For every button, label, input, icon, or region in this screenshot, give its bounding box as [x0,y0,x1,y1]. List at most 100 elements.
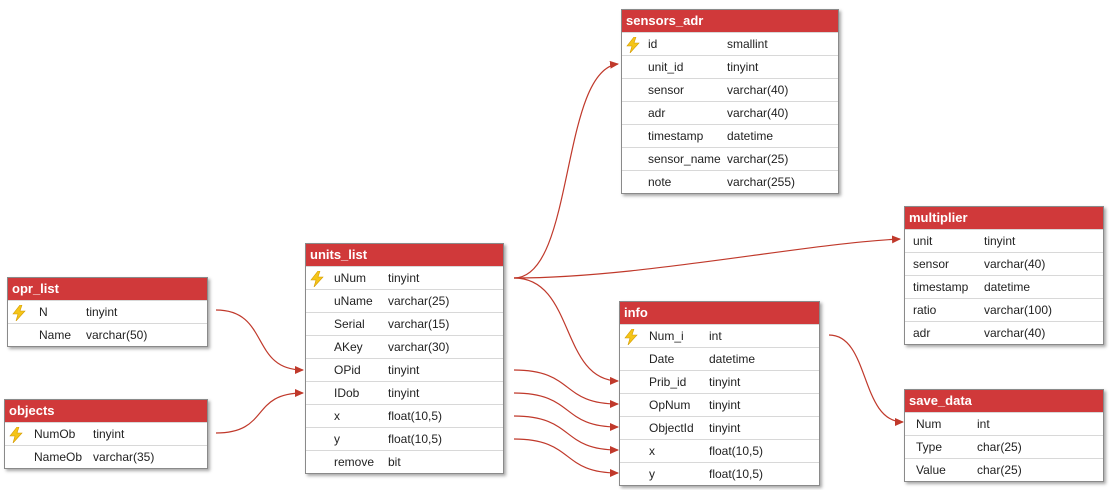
field-name: Num_i [649,329,684,343]
table-row[interactable]: ObjectId tinyint [620,416,819,439]
field-name: timestamp [913,280,969,294]
table-title[interactable]: info [620,302,819,324]
table-row[interactable]: y float(10,5) [620,462,819,485]
table-row[interactable]: adr varchar(40) [622,101,838,124]
table-info[interactable]: info Num_i int Date datetime Prib_id tin… [619,301,820,486]
field-name: NameOb [34,450,83,464]
field-name: sensor [913,257,950,271]
link-units_list-IDob-to-info-ObjectId [513,392,619,431]
field-name: id [648,37,658,51]
field-type: tinyint [709,375,741,389]
table-row[interactable]: Value char(25) [905,458,1103,481]
table-row[interactable]: x float(10,5) [306,404,503,427]
table-row[interactable]: Name varchar(50) [8,323,207,346]
field-name: NumOb [34,427,76,441]
field-type: float(10,5) [709,444,764,458]
table-row[interactable]: Serial varchar(15) [306,312,503,335]
table-row[interactable]: uNum tinyint [306,266,503,289]
table-row[interactable]: OpNum tinyint [620,393,819,416]
field-type: float(10,5) [388,409,443,423]
table-row[interactable]: uName varchar(25) [306,289,503,312]
field-type: tinyint [388,363,420,377]
field-name: adr [913,326,931,340]
table-title[interactable]: save_data [905,390,1103,412]
field-name: Value [916,463,946,477]
table-row[interactable]: Num int [905,412,1103,435]
field-name: unit [913,234,933,248]
field-name: uName [334,294,373,308]
table-save_data[interactable]: save_data Num int Type char(25) Value ch… [904,389,1104,482]
field-type: tinyint [984,234,1016,248]
primary-key-icon [12,305,26,321]
field-type: char(25) [977,440,1022,454]
table-title[interactable]: multiplier [905,207,1103,229]
field-name: unit_id [648,60,684,74]
table-row[interactable]: NumOb tinyint [5,422,207,445]
field-type: varchar(40) [727,106,789,120]
table-row[interactable]: id smallint [622,32,838,55]
table-title[interactable]: objects [5,400,207,422]
field-name: Prib_id [649,375,687,389]
field-name: ObjectId [649,421,694,435]
table-row[interactable]: ratio varchar(100) [905,298,1103,321]
field-type: varchar(40) [984,257,1046,271]
table-row[interactable]: N tinyint [8,300,207,323]
table-row[interactable]: Prib_id tinyint [620,370,819,393]
table-row[interactable]: y float(10,5) [306,427,503,450]
table-sensors_adr[interactable]: sensors_adr id smallint unit_id tinyint … [621,9,839,194]
link-opr_list-N-to-units_list-OPid [215,309,304,374]
table-row[interactable]: timestamp datetime [622,124,838,147]
field-name: AKey [334,340,363,354]
table-row[interactable]: Type char(25) [905,435,1103,458]
table-multiplier[interactable]: multiplier unit tinyint sensor varchar(4… [904,206,1104,345]
field-name: timestamp [648,129,704,143]
table-row[interactable]: OPid tinyint [306,358,503,381]
field-type: varchar(40) [984,326,1046,340]
field-type: varchar(30) [388,340,450,354]
table-row[interactable]: x float(10,5) [620,439,819,462]
field-name: note [648,175,672,189]
table-row[interactable]: sensor varchar(40) [905,252,1103,275]
field-name: ratio [913,303,937,317]
table-row[interactable]: note varchar(255) [622,170,838,193]
field-type: float(10,5) [709,467,764,481]
field-name: uNum [334,271,367,285]
link-units_list-uNum-to-sensors_adr-unit_id [513,60,619,279]
table-units_list[interactable]: units_list uNum tinyint uName varchar(25… [305,243,504,474]
field-type: int [977,417,990,431]
table-row[interactable]: AKey varchar(30) [306,335,503,358]
table-opr_list[interactable]: opr_list N tinyint Name varchar(50) [7,277,208,347]
table-row[interactable]: remove bit [306,450,503,473]
table-row[interactable]: adr varchar(40) [905,321,1103,344]
table-title[interactable]: opr_list [8,278,207,300]
field-name: sensor [648,83,685,97]
field-type: datetime [709,352,756,366]
table-row[interactable]: sensor_name varchar(25) [622,147,838,170]
field-type: tinyint [86,305,118,319]
link-info-Num_i-to-save_data-Num [828,334,904,426]
field-type: char(25) [977,463,1022,477]
table-row[interactable]: unit_id tinyint [622,55,838,78]
table-row[interactable]: Num_i int [620,324,819,347]
field-type: varchar(25) [388,294,450,308]
table-row[interactable]: IDob tinyint [306,381,503,404]
table-row[interactable]: Date datetime [620,347,819,370]
table-title[interactable]: units_list [306,244,503,266]
link-units_list-uNum-to-info-Prib_id [513,277,619,385]
field-type: varchar(50) [86,328,148,342]
field-type: varchar(100) [984,303,1053,317]
field-name: OpNum [649,398,691,412]
primary-key-icon [9,427,23,443]
field-type: tinyint [93,427,125,441]
table-row[interactable]: NameOb varchar(35) [5,445,207,468]
field-type: datetime [727,129,774,143]
field-name: Type [916,440,943,454]
field-name: IDob [334,386,360,400]
table-objects[interactable]: objects NumOb tinyint NameOb varchar(35) [4,399,208,469]
field-type: varchar(40) [727,83,789,97]
table-row[interactable]: unit tinyint [905,229,1103,252]
table-title[interactable]: sensors_adr [622,10,838,32]
link-units_list-OPid-to-info-OpNum [513,369,619,408]
table-row[interactable]: timestamp datetime [905,275,1103,298]
table-row[interactable]: sensor varchar(40) [622,78,838,101]
